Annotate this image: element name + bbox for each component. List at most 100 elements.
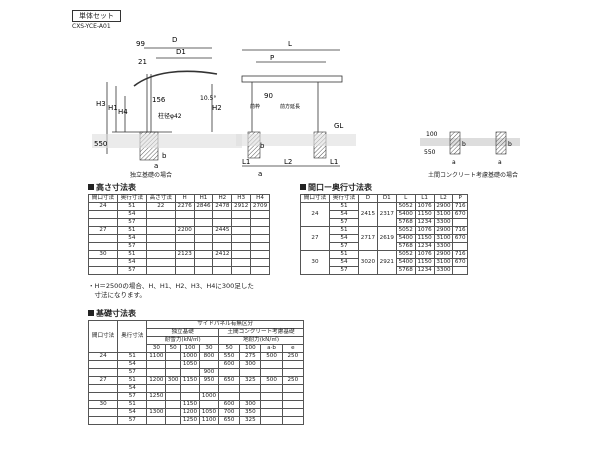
table-cell <box>88 210 118 219</box>
table-cell: 600 <box>217 400 241 409</box>
table-cell <box>217 384 241 393</box>
table-cell <box>179 368 200 377</box>
table-cell <box>88 234 118 243</box>
caption-independent: 独立基礎の場合 <box>130 172 173 179</box>
table-cell: 1050 <box>198 408 219 417</box>
table-cell: 1234 <box>414 242 435 251</box>
table-cell: 54 <box>116 210 147 219</box>
table-cell: 51 <box>328 202 359 211</box>
table-cell: 5768 <box>395 266 416 275</box>
table-cell: 24 <box>87 352 119 361</box>
header-cell: H <box>174 194 195 203</box>
dim-a: a <box>154 162 158 170</box>
table-cell: 1150 <box>179 400 200 409</box>
table-cell <box>250 250 270 259</box>
table-cell: 27 <box>87 376 119 385</box>
header-cell: H2 <box>212 194 233 203</box>
dim-H3: H3 <box>96 100 106 108</box>
height-note-1: ・H＝2500の場合、H、H1、H2、H3、H4に300足した <box>88 282 254 290</box>
header-cell: 奥行寸法 <box>116 194 147 203</box>
dim-H1: H1 <box>108 104 118 112</box>
table-cell: 54 <box>116 234 147 243</box>
dim-a-small1: a <box>452 159 456 166</box>
table-cell: 1076 <box>414 250 435 259</box>
table-cell: 670 <box>452 210 468 219</box>
dim-100: 100 <box>426 131 438 138</box>
table-cell <box>87 392 119 401</box>
width-table-title: 間口ー奥行寸法表 <box>300 182 372 193</box>
table-cell: 51 <box>116 250 147 259</box>
table-cell <box>281 360 305 369</box>
gl-label: GL <box>334 122 343 130</box>
table-cell <box>174 266 195 275</box>
table-cell <box>281 408 305 417</box>
table-cell: 550 <box>217 352 241 361</box>
table-row: 54 <box>88 234 270 243</box>
table-cell <box>145 258 176 267</box>
dim-L1-left: L1 <box>242 158 250 166</box>
table-cell: 2200 <box>174 226 195 235</box>
table-cell: 2123 <box>174 250 195 259</box>
dim-P: P <box>270 54 274 62</box>
table-cell: 22 <box>145 202 176 211</box>
table-cell <box>193 210 214 219</box>
table-cell: 1050 <box>179 360 200 369</box>
table-cell: 1076 <box>414 202 435 211</box>
dim-H2: H2 <box>212 104 222 112</box>
header-cell: L1 <box>414 194 435 203</box>
table-cell: 1000 <box>179 352 200 361</box>
side-view-diagram: 99 D D1 21 156 10.5° H3 H1 H4 H2 550 柱径φ… <box>92 36 242 170</box>
table-cell <box>250 242 270 251</box>
table-cell: 51 <box>117 352 148 361</box>
table-cell: 650 <box>217 376 241 385</box>
table-cell: 3100 <box>433 234 454 243</box>
front-frame-label: 前枠 <box>250 103 260 110</box>
table-cell: 300 <box>165 376 181 385</box>
table-cell <box>281 400 305 409</box>
table-cell <box>452 218 468 227</box>
table-cell <box>260 392 283 401</box>
header-cell: 100 <box>239 344 262 353</box>
table-cell <box>250 258 270 267</box>
header-cell: 50 <box>165 344 181 353</box>
dim-550-small: 550 <box>424 149 436 156</box>
table-cell: 5052 <box>395 226 416 235</box>
table-cell <box>193 242 214 251</box>
table-cell <box>165 392 181 401</box>
table-cell <box>231 210 252 219</box>
dim-550: 550 <box>94 140 107 148</box>
table-cell <box>231 242 252 251</box>
set-tag: 単体セット <box>72 10 121 22</box>
table-cell: 716 <box>452 226 468 235</box>
header-cell: L <box>395 194 416 203</box>
table-cell <box>174 234 195 243</box>
table-cell <box>193 250 214 259</box>
table-cell: 1150 <box>414 234 435 243</box>
header-cell: a·b <box>260 344 283 353</box>
table-cell: 51 <box>328 226 359 235</box>
dim-90: 90 <box>264 92 273 100</box>
table-cell: 2912 <box>231 202 252 211</box>
table-cell <box>260 384 283 393</box>
table-cell <box>231 234 252 243</box>
table-cell: 800 <box>198 352 219 361</box>
table-cell: 57 <box>117 416 148 425</box>
table-cell <box>88 266 118 275</box>
table-cell <box>88 258 118 267</box>
header-cell: P <box>452 194 468 203</box>
table-cell <box>198 384 219 393</box>
header-cell: H3 <box>231 194 252 203</box>
table-cell: 1250 <box>179 416 200 425</box>
